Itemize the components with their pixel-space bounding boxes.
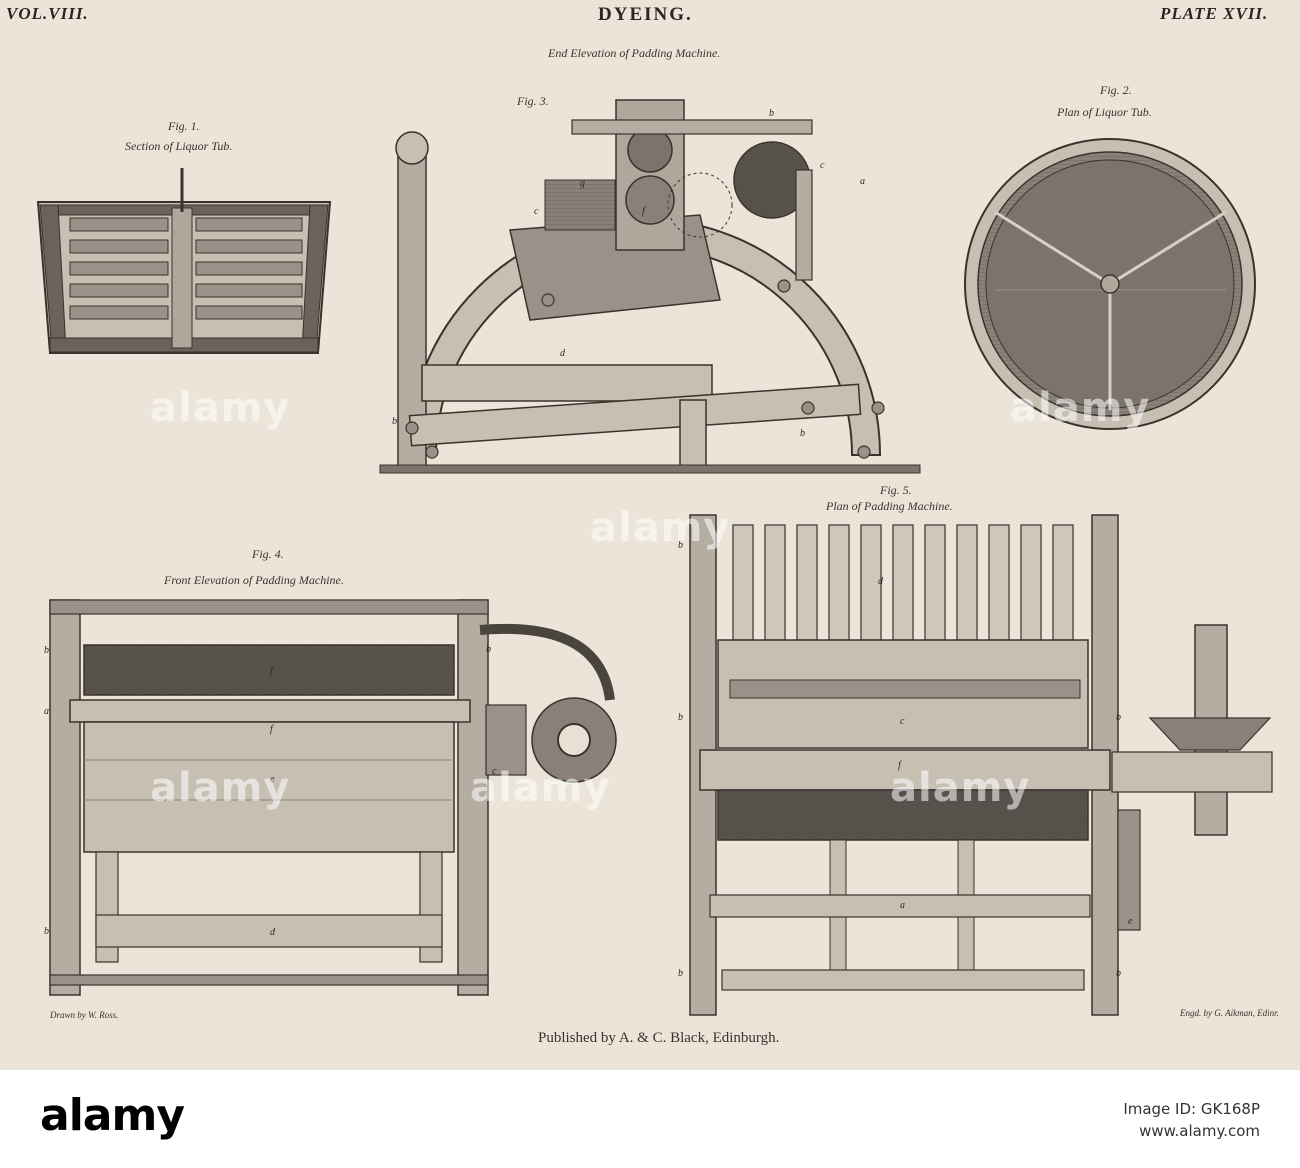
fig4-label-f-lower: f [270, 724, 273, 735]
fig3-label-b-right: b [800, 428, 805, 439]
drawn-by-credit: Drawn by W. Ross. [50, 1010, 119, 1020]
fig5-number: Fig. 5. [880, 483, 912, 497]
fig3-end-elevation [379, 99, 921, 474]
watermark-3: alamy [1010, 385, 1151, 431]
fig5-plan [689, 514, 1273, 1016]
plate-title: DYEING. [598, 4, 693, 25]
fig2-number: Fig. 2. [1100, 83, 1132, 97]
engraved-by-credit: Engd. by G. Aikman, Edinr. [1180, 1008, 1279, 1018]
plate-number: PLATE XVII. [1160, 4, 1269, 23]
fig5-label-b-mid-right: b [1116, 712, 1121, 723]
fig4-front-elevation [49, 599, 617, 996]
publisher-line: Published by A. & C. Black, Edinburgh. [538, 1030, 780, 1046]
fig4-label-b-lower: b [44, 926, 49, 937]
fig3-label-d: d [560, 348, 565, 359]
fig5-label-a: a [900, 900, 905, 911]
watermark-6: alamy [890, 765, 1031, 811]
image-id-block: Image ID: GK168P www.alamy.com [1123, 1098, 1260, 1142]
watermark-4: alamy [150, 765, 291, 811]
fig3-label-a: a [860, 176, 865, 187]
fig1-number: Fig. 1. [168, 119, 200, 133]
fig4-label-b-upper-right: b [486, 644, 491, 655]
fig3-label-f: f [642, 206, 645, 217]
fig5-label-f: f [898, 760, 901, 771]
fig4-label-c: c [492, 766, 497, 777]
fig4-caption: Front Elevation of Padding Machine. [164, 573, 344, 587]
fig2-caption: Plan of Liquor Tub. [1057, 105, 1152, 119]
alamy-logo[interactable]: alamy [40, 1090, 185, 1141]
fig5-caption: Plan of Padding Machine. [826, 499, 953, 513]
fig5-label-b-bottom-right: b [1116, 968, 1121, 979]
fig2-liquor-tub-plan [964, 138, 1256, 430]
watermark-1: alamy [150, 385, 291, 431]
plate-drawings [36, 99, 1273, 1016]
fig3-label-c-left: c [534, 206, 539, 217]
fig3-number: Fig. 3. [517, 94, 549, 108]
fig4-label-e: e [270, 774, 275, 785]
engraving-plate: VOL.VIII. DYEING. PLATE XVII. End Elevat… [0, 0, 1300, 1070]
fig1-caption: Section of Liquor Tub. [125, 139, 233, 153]
fig5-label-c: c [900, 716, 905, 727]
site-url[interactable]: www.alamy.com [1139, 1122, 1260, 1140]
fig3-label-b-left: b [392, 416, 397, 427]
fig5-label-b-bottom-left: b [678, 968, 683, 979]
fig4-label-b-upper-left: b [44, 645, 49, 656]
volume-number: VOL.VIII. [6, 4, 89, 23]
fig3-label-c-right: c [820, 160, 825, 171]
fig3-label-g: g [580, 178, 585, 189]
fig1-liquor-tub-section [36, 168, 332, 354]
stock-footer: alamy Image ID: GK168P www.alamy.com [0, 1070, 1300, 1168]
fig4-number: Fig. 4. [252, 547, 284, 561]
fig3-label-b-top: b [769, 108, 774, 119]
fig4-label-a: a [44, 706, 49, 717]
fig4-label-d: d [270, 927, 275, 938]
fig5-label-d: d [878, 576, 883, 587]
fig5-label-b-mid-left: b [678, 712, 683, 723]
fig4-label-f-upper: f [270, 666, 273, 677]
watermark-5: alamy [470, 765, 611, 811]
fig5-label-e: e [1128, 916, 1133, 927]
fig3-caption-top: End Elevation of Padding Machine. [548, 46, 721, 60]
watermark-2: alamy [590, 505, 731, 551]
image-id: Image ID: GK168P [1123, 1100, 1260, 1118]
fig5-label-b-top-left: b [678, 540, 683, 551]
